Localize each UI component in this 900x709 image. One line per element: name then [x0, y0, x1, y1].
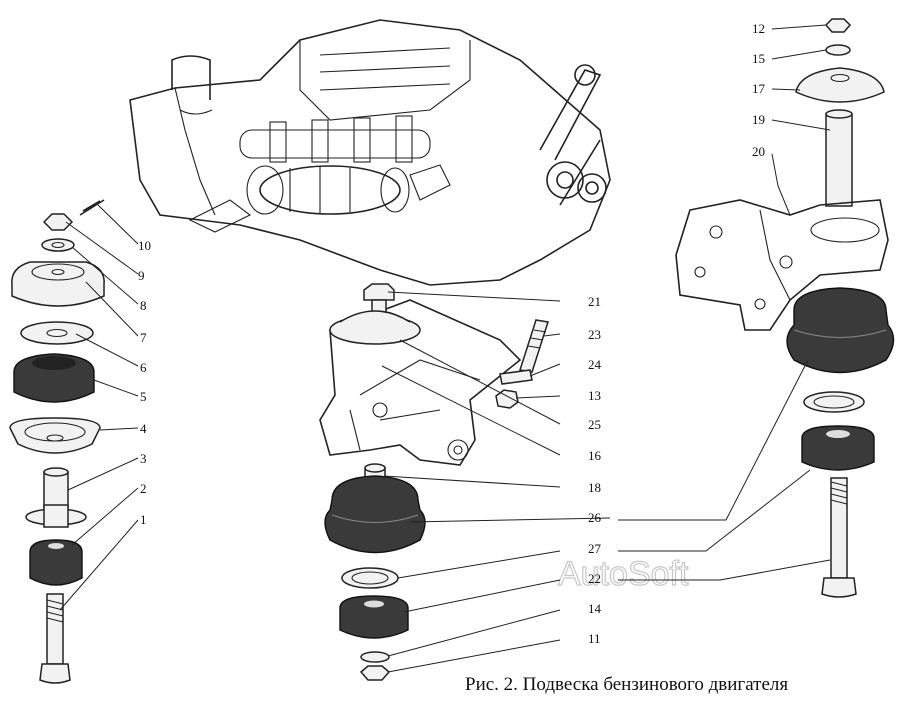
stud-23 — [519, 319, 549, 373]
sleeve-19 — [825, 113, 853, 207]
label-9: 9 — [138, 268, 145, 283]
watermark: AutoSoft — [558, 555, 689, 593]
bracket-20 — [675, 199, 889, 331]
rubber-pad-22-center — [339, 595, 409, 639]
label-27: 27 — [588, 541, 602, 556]
cup-washer-7 — [11, 261, 105, 307]
label-25: 25 — [588, 417, 601, 432]
label-23: 23 — [588, 327, 601, 342]
rubber-pad-22-right — [801, 425, 875, 471]
label-6: 6 — [140, 360, 147, 375]
label-5: 5 — [140, 389, 147, 404]
label-19: 19 — [752, 112, 765, 127]
nut-11 — [359, 665, 391, 681]
sleeve-3 — [25, 467, 87, 528]
part-labels: 10 9 8 7 6 5 4 3 2 1 21 23 24 13 25 16 1… — [138, 21, 766, 646]
label-13: 13 — [588, 388, 601, 403]
cup-25 — [329, 310, 421, 345]
label-22: 22 — [588, 571, 601, 586]
washer-9 — [41, 238, 75, 252]
label-3: 3 — [140, 451, 147, 466]
cup-17 — [795, 67, 885, 103]
washer-15 — [825, 44, 851, 56]
rubber-pad-2 — [29, 539, 83, 586]
label-20: 20 — [752, 144, 765, 159]
center-bracket — [319, 299, 522, 466]
cotter-pin — [79, 199, 105, 216]
label-12: 12 — [752, 21, 765, 36]
label-11: 11 — [588, 631, 601, 646]
label-15: 15 — [752, 51, 765, 66]
label-26: 26 — [588, 510, 602, 525]
nut-13 — [495, 389, 519, 409]
label-10: 10 — [138, 238, 151, 253]
label-24: 24 — [588, 357, 602, 372]
washer-27 — [341, 567, 399, 589]
left-mount-stack — [9, 199, 105, 684]
center-mount-stack — [319, 283, 549, 681]
washer-14 — [360, 651, 390, 663]
engine-illustration — [129, 19, 611, 286]
label-17: 17 — [752, 81, 766, 96]
right-mount-stack — [675, 18, 895, 598]
rubber-cushion-26-right — [786, 287, 895, 374]
bolt-1 — [39, 593, 71, 684]
label-1: 1 — [140, 512, 147, 527]
label-7: 7 — [140, 330, 147, 345]
figure-caption: Рис. 2. Подвеска бензинового двигателя — [465, 674, 789, 695]
nut-12 — [824, 18, 852, 33]
label-16: 16 — [588, 448, 602, 463]
washer-27-right — [803, 391, 865, 413]
rubber-cushion-26-center — [324, 475, 426, 554]
cup-4 — [9, 417, 101, 454]
label-18: 18 — [588, 480, 601, 495]
leader-lines — [59, 24, 831, 673]
label-8: 8 — [140, 298, 147, 313]
label-4: 4 — [140, 421, 147, 436]
label-21: 21 — [588, 294, 601, 309]
castle-nut — [42, 213, 74, 231]
plate-24 — [499, 369, 533, 385]
label-2: 2 — [140, 481, 147, 496]
label-14: 14 — [588, 601, 602, 616]
washer-6 — [20, 321, 94, 345]
rubber-cushion-5 — [13, 353, 95, 403]
bolt-right — [821, 477, 857, 598]
